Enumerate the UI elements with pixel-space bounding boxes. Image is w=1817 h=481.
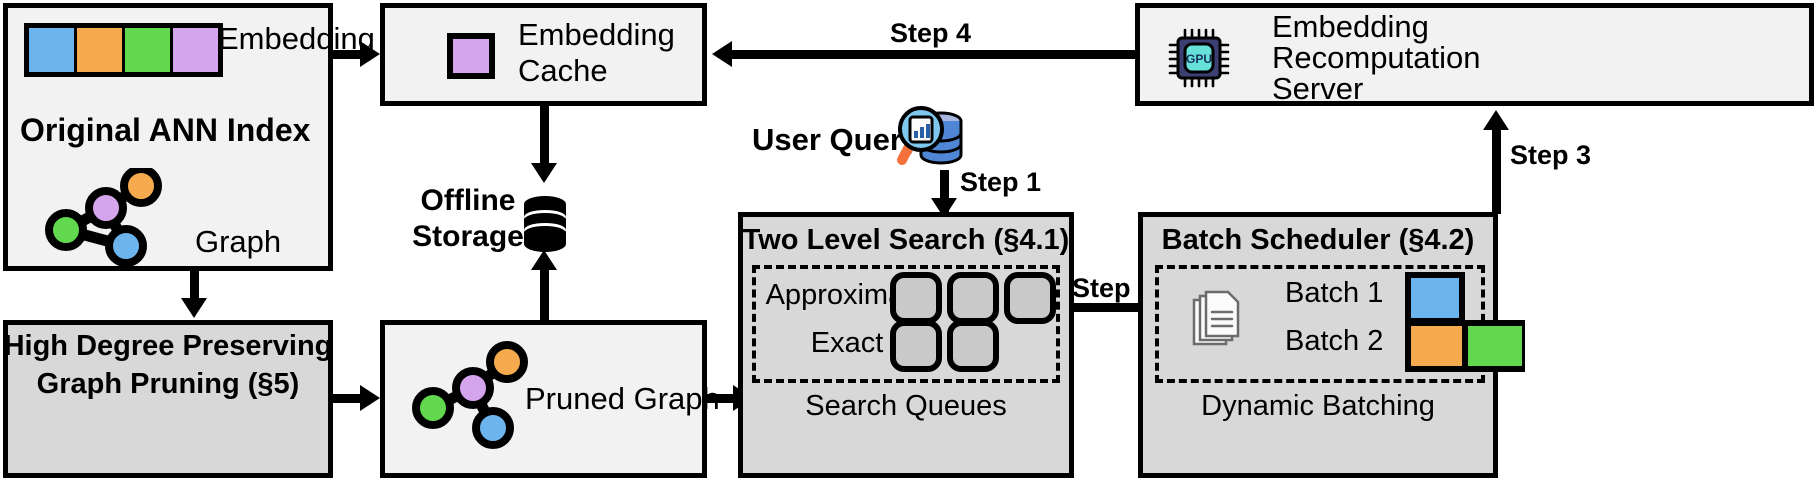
- arrowhead-index-to-pruning: [181, 298, 207, 318]
- search-row-label-exact: Exact: [810, 327, 884, 359]
- connector-cache-to-storage: [540, 106, 549, 166]
- embedding-swatch-blue: [29, 28, 74, 72]
- dynamic-batching-footer: Dynamic Batching: [1201, 390, 1435, 422]
- search-row-slots-exact: [890, 320, 999, 372]
- pruned-graph-label: Pruned Graph: [525, 381, 720, 416]
- graph-label: Graph: [195, 224, 282, 259]
- queue-slot: [947, 320, 999, 372]
- connector-step4: [730, 50, 1135, 59]
- connector-step1: [940, 170, 949, 212]
- batch-scheduler-title: Batch Scheduler (§4.2): [1161, 224, 1475, 256]
- queue-slot: [890, 272, 942, 324]
- connector-index-to-cache: [333, 50, 363, 59]
- embedding-swatch-strip: [24, 23, 223, 77]
- connector-step3: [1492, 128, 1501, 214]
- block-embedding-cache: [380, 3, 707, 106]
- step4-label: Step 4: [890, 18, 972, 48]
- embedding-cache-label-line1: Embedding: [518, 17, 675, 52]
- embedding-label: Embedding: [218, 21, 375, 56]
- step3-label: Step 3: [1510, 140, 1592, 170]
- pruned-graph-glyph: [405, 340, 535, 450]
- gpu-chip-icon: GPU: [1168, 28, 1230, 88]
- arrowhead-cache-to-storage: [531, 163, 557, 183]
- user-query-label: User Query: [752, 122, 920, 157]
- database-icon: [522, 195, 568, 253]
- query-search-database-icon: [897, 105, 971, 171]
- recomputation-server-line2: Recomputation: [1272, 40, 1481, 75]
- batch-swatch-blue: [1405, 272, 1465, 324]
- search-queues-footer: Search Queues: [805, 390, 1007, 422]
- original-graph-glyph: [38, 168, 168, 268]
- gpu-chip-icon-text: GPU: [1186, 52, 1212, 66]
- connector-pruning-to-prunedgraph: [333, 394, 363, 403]
- original-ann-index-title: Original ANN Index: [20, 112, 311, 148]
- recomputation-server-line3: Server: [1272, 71, 1364, 106]
- graph-pruning-title-line1: High Degree Preserving: [3, 330, 333, 362]
- block-pruned-graph: [380, 320, 707, 478]
- arrowhead-pruning-to-prunedgraph: [360, 385, 380, 411]
- graph-pruning-title-line2: Graph Pruning (§5): [36, 368, 300, 400]
- connector-prunedgraph-to-storage: [540, 268, 549, 323]
- connector-prunedgraph-to-search: [707, 394, 737, 403]
- queue-slot: [1004, 272, 1056, 324]
- batch-row-label-1: Batch 1: [1285, 277, 1384, 309]
- documents-icon: [1190, 290, 1246, 354]
- block-recomputation-server: [1135, 3, 1814, 106]
- block-graph-pruning: [3, 320, 333, 478]
- connector-index-to-pruning: [190, 271, 199, 301]
- search-queues-container: [752, 265, 1060, 383]
- search-row-slots-approximate: [890, 272, 1056, 324]
- offline-storage-label-line2: Storage: [412, 220, 524, 253]
- two-level-search-title: Two Level Search (§4.1): [742, 224, 1070, 256]
- embedding-swatch-purple: [173, 28, 218, 72]
- arrowhead-prunedgraph-to-storage: [531, 250, 557, 270]
- arrowhead-step3: [1483, 110, 1509, 130]
- arrowhead-index-to-cache: [360, 41, 380, 67]
- embedding-swatch-orange: [77, 28, 122, 72]
- embedding-cache-swatch: [447, 33, 495, 79]
- step1-label: Step 1: [960, 167, 1042, 197]
- connector-step2: [1074, 303, 1144, 312]
- batch-row-label-2: Batch 2: [1285, 325, 1384, 357]
- queue-slot: [947, 272, 999, 324]
- recomputation-server-line1: Embedding: [1272, 9, 1429, 44]
- arrowhead-step4: [712, 41, 732, 67]
- batch-swatch-orange: [1405, 320, 1465, 372]
- batch-row-swatches-1: [1405, 272, 1465, 324]
- embedding-cache-label-line2: Cache: [518, 53, 608, 88]
- embedding-swatch-green: [125, 28, 170, 72]
- batch-swatch-green: [1465, 320, 1525, 372]
- offline-storage-label-line1: Offline: [420, 184, 516, 217]
- batch-row-swatches-2: [1405, 320, 1525, 372]
- queue-slot: [890, 320, 942, 372]
